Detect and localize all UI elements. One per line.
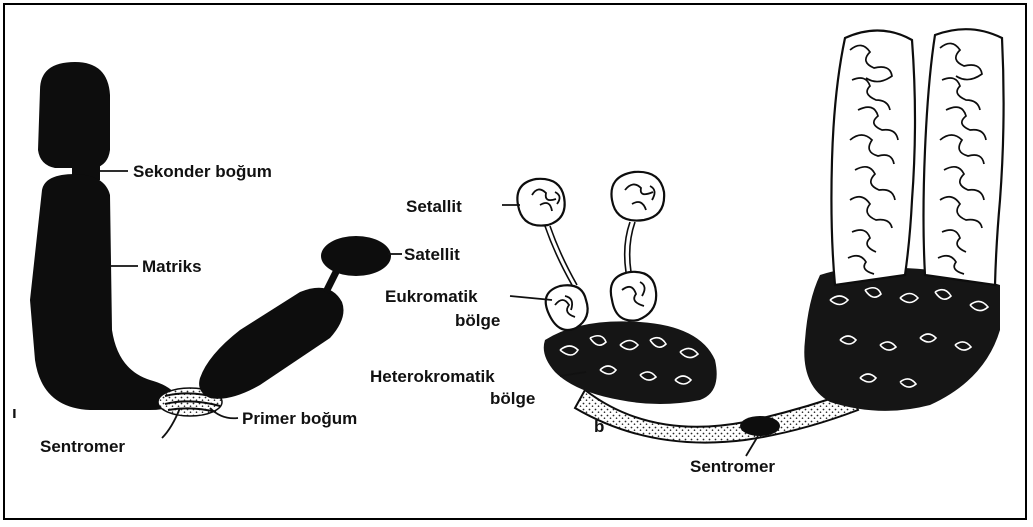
label-heterochromatic-2: bölge bbox=[490, 389, 535, 408]
satellite-stalk-b1 bbox=[545, 226, 577, 285]
label-secondary-constriction: Sekonder boğum bbox=[133, 162, 272, 181]
long-arms-heterochromatin bbox=[804, 266, 1000, 411]
short-arms-heterochromatin bbox=[544, 321, 717, 404]
satellite-coil-2 bbox=[611, 172, 664, 221]
figure-a-marker: ı bbox=[12, 403, 17, 422]
label-matrix: Matriks bbox=[142, 257, 202, 276]
long-arm bbox=[30, 174, 178, 410]
figure-b-chromosome: b bbox=[502, 29, 1004, 456]
short-arm bbox=[199, 288, 343, 399]
label-euchromatic-1: Eukromatik bbox=[385, 287, 478, 306]
chromatid-top-segment bbox=[38, 62, 110, 168]
label-primary-constriction: Primer boğum bbox=[242, 409, 357, 428]
label-euchromatic-2: bölge bbox=[455, 311, 500, 330]
label-satellite-a: Satellit bbox=[404, 245, 460, 264]
satellite-body bbox=[321, 236, 391, 276]
euchromatin-short-arm-2 bbox=[611, 272, 656, 321]
euchromatin-long-arm-left bbox=[831, 30, 915, 285]
euchromatin-long-arm-right bbox=[924, 29, 1004, 285]
label-centromere-b: Sentromer bbox=[690, 457, 775, 476]
figure-a-chromosome: ı bbox=[12, 62, 402, 438]
label-satellite-b: Setallit bbox=[406, 197, 462, 216]
label-centromere-a: Sentromer bbox=[40, 437, 125, 456]
satellite-stalk-b2 bbox=[625, 222, 635, 272]
label-heterochromatic-1: Heterokromatik bbox=[370, 367, 495, 386]
figure-b-marker: b bbox=[594, 417, 604, 436]
